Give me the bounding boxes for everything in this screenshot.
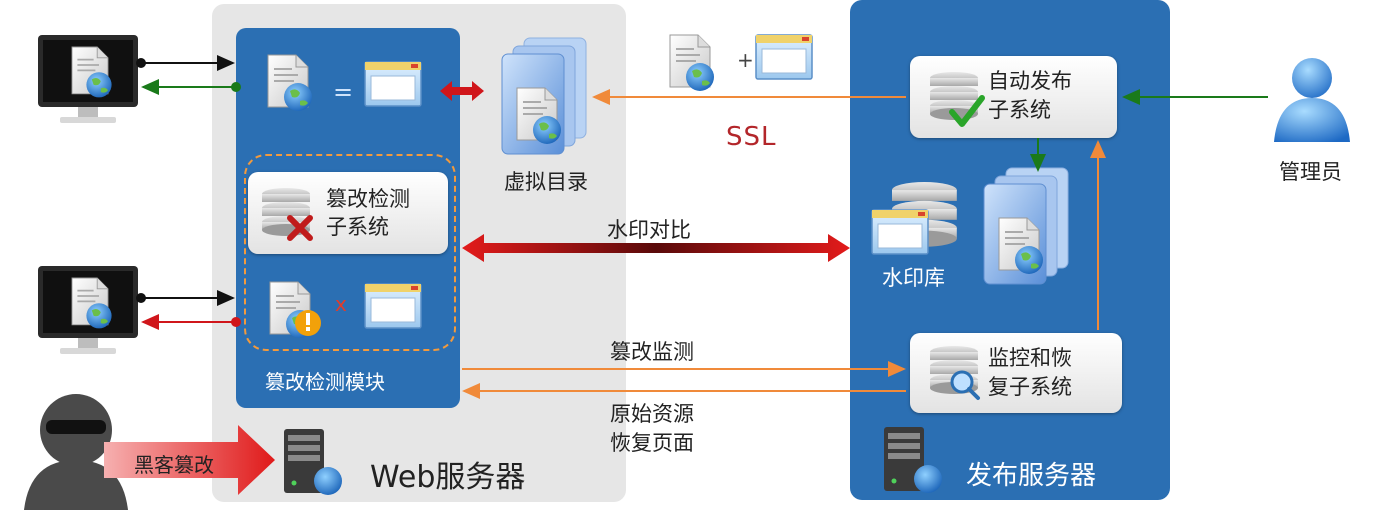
module-label: 篡改检测模块 [265, 370, 385, 394]
virtual-dir-label: 虚拟目录 [504, 170, 588, 194]
admin-user-icon [1274, 58, 1350, 142]
publish-server-title: 发布服务器 [966, 461, 1097, 491]
sync-double-arrow-icon [440, 81, 484, 101]
watermark-compare-arrow [462, 234, 850, 262]
tamper-subsystem-label-1: 篡改检测 [326, 187, 410, 211]
tamper-monitor-label: 篡改监测 [610, 340, 694, 364]
browser-window-icon [364, 61, 422, 107]
publish-browser-icon [755, 34, 813, 80]
auto-publish-label-2: 子系统 [988, 98, 1051, 122]
ssl-label: SSL [726, 122, 777, 152]
folder-stack-icon [501, 37, 587, 155]
publish-doc-icon [669, 34, 715, 92]
equals-sign: = [333, 78, 354, 106]
publish-server-icon [884, 427, 942, 493]
hacker-icon [24, 394, 128, 510]
magnifier-icon [950, 370, 974, 394]
hacker-attack-arrow [104, 425, 275, 495]
cross-icon [287, 215, 313, 241]
watermark-db-label: 水印库 [882, 266, 945, 290]
document-globe-icon [267, 54, 313, 112]
web-server-title: Web服务器 [370, 460, 526, 495]
not-equal-sign: x [335, 292, 347, 316]
client-monitor-top [38, 35, 138, 123]
browser-window-icon-2 [364, 283, 422, 329]
restore-label-2: 恢复页面 [610, 431, 694, 455]
tamper-detect-dashed-group [244, 154, 456, 351]
admin-label: 管理员 [1279, 160, 1342, 184]
monitor-restore-label-2: 复子系统 [988, 375, 1072, 399]
plus-sign: + [737, 48, 754, 72]
watermark-compare-label: 水印对比 [607, 218, 691, 242]
web-server-icon [284, 429, 342, 495]
client-monitor-bottom [38, 266, 138, 354]
restore-label-1: 原始资源 [610, 402, 694, 426]
auto-publish-label-1: 自动发布 [988, 69, 1072, 93]
monitor-restore-label-1: 监控和恢 [988, 346, 1072, 370]
check-icon [949, 95, 985, 127]
publish-folder-stack-icon [983, 167, 1069, 285]
hacker-attack-label: 黑客篡改 [134, 453, 214, 477]
tamper-subsystem-label-2: 子系统 [326, 215, 389, 239]
watermark-browser-icon [871, 209, 929, 255]
